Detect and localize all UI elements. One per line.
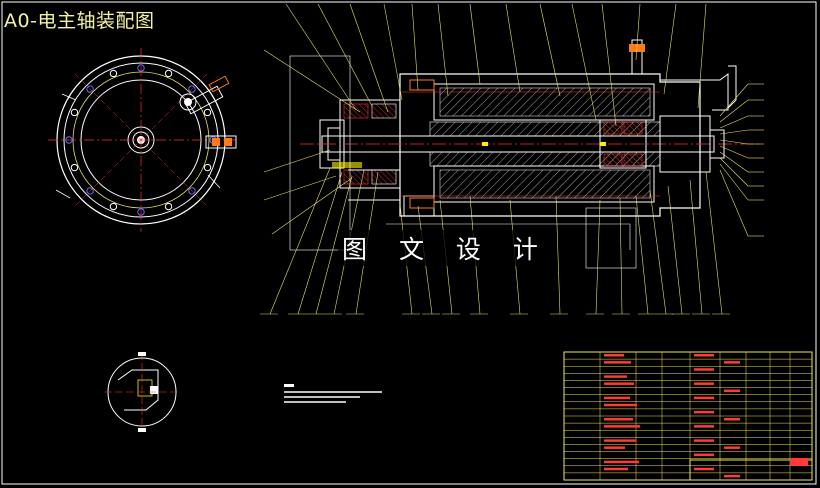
leader-line: [719, 151, 749, 173]
leader-line: [663, 3, 677, 95]
bolt-hole: [70, 163, 79, 172]
leader-line: [719, 139, 749, 145]
leader-line: [317, 3, 373, 107]
leader-line: [411, 3, 419, 91]
leader-line: [719, 163, 749, 201]
bolt-hole: [109, 202, 118, 211]
leader-line: [719, 83, 749, 117]
leader-line: [469, 3, 481, 85]
bolt-hole: [188, 187, 196, 195]
table-cell-text: [604, 446, 625, 449]
table-cell-text: [604, 467, 628, 471]
leader-line: [263, 175, 337, 201]
leader-line: [697, 3, 707, 109]
title-block-label: [790, 458, 808, 466]
table-cell-text: [604, 403, 637, 407]
spindle-section-view: [289, 39, 760, 269]
leader-line: [667, 185, 683, 315]
table-cell-text: [604, 460, 639, 464]
leader-line: [383, 3, 403, 101]
leader-line: [285, 3, 357, 111]
bolt-hole: [86, 85, 94, 93]
leader-line: [719, 99, 749, 123]
bolt-hole: [203, 163, 212, 172]
table-cell-text: [604, 375, 627, 378]
leader-line: [601, 3, 617, 127]
leader-line: [719, 145, 749, 159]
table-cell-text: [604, 396, 630, 400]
bolt-hole: [188, 85, 196, 93]
leader-line: [719, 115, 749, 129]
leader-line: [539, 3, 561, 97]
leader-lines-top: [285, 3, 707, 127]
leader-line: [505, 3, 521, 93]
leader-line: [649, 189, 667, 315]
leader-line: [297, 171, 343, 315]
leader-line: [571, 3, 597, 121]
watermark-text: 图 文 设 计: [338, 230, 554, 266]
bolt-hole: [203, 108, 212, 117]
table-cell-text: [694, 368, 714, 371]
leader-line: [315, 175, 353, 315]
bolt-hole: [137, 208, 145, 216]
table-cell-text: [604, 361, 631, 364]
side-fitting: [205, 135, 237, 149]
leader-line: [263, 149, 331, 173]
drawing-title: A0-电主轴装配图: [4, 10, 155, 32]
leader-lines-left: [263, 49, 361, 235]
leader-line: [595, 199, 601, 315]
leader-line: [349, 3, 389, 113]
leader-line: [263, 49, 361, 113]
table-cell-text: [724, 474, 740, 478]
bolt-hole: [164, 202, 173, 211]
leader-line: [635, 3, 641, 61]
bolt-hole: [137, 64, 145, 72]
coolant-fitting: [179, 75, 230, 115]
table-cell-text: [694, 439, 714, 442]
table-cell-text: [604, 439, 636, 442]
table-cell-text: [724, 446, 740, 449]
detail-view: [104, 352, 180, 432]
table-cell-text: [604, 418, 633, 421]
table-cell-text: [724, 418, 740, 421]
leader-line: [719, 157, 749, 187]
leader-line: [271, 177, 353, 235]
leader-line: [619, 197, 623, 315]
table-cell-text: [694, 467, 714, 471]
leader-line: [689, 179, 703, 315]
technical-notes: [284, 384, 382, 403]
leader-lines-right: [719, 83, 764, 237]
leader-line: [437, 3, 449, 97]
leader-line: [719, 169, 749, 237]
bolt-hole: [86, 187, 94, 195]
table-cell-text: [724, 361, 740, 364]
bolt-hole: [70, 108, 79, 117]
table-cell-text: [694, 410, 714, 414]
table-cell-text: [694, 453, 714, 457]
table-cell-text: [604, 382, 634, 385]
bolt-hole: [109, 69, 118, 78]
end-view-flange: [48, 48, 237, 232]
table-cell-text: [724, 389, 740, 393]
table-cell-text: [694, 396, 714, 400]
parts-list-table: [563, 351, 813, 481]
table-cell-text: [694, 425, 714, 428]
leader-line: [269, 167, 331, 315]
table-cell-text: [604, 425, 640, 428]
leader-line: [555, 195, 561, 315]
leader-line: [705, 171, 723, 315]
leader-line: [635, 195, 649, 315]
leader-line: [719, 129, 749, 135]
table-cell-text: [694, 382, 714, 385]
table-cell-text: [604, 354, 624, 357]
bolt-hole: [164, 69, 173, 78]
bolt-hole: [65, 136, 73, 144]
table-cell-text: [694, 354, 714, 357]
